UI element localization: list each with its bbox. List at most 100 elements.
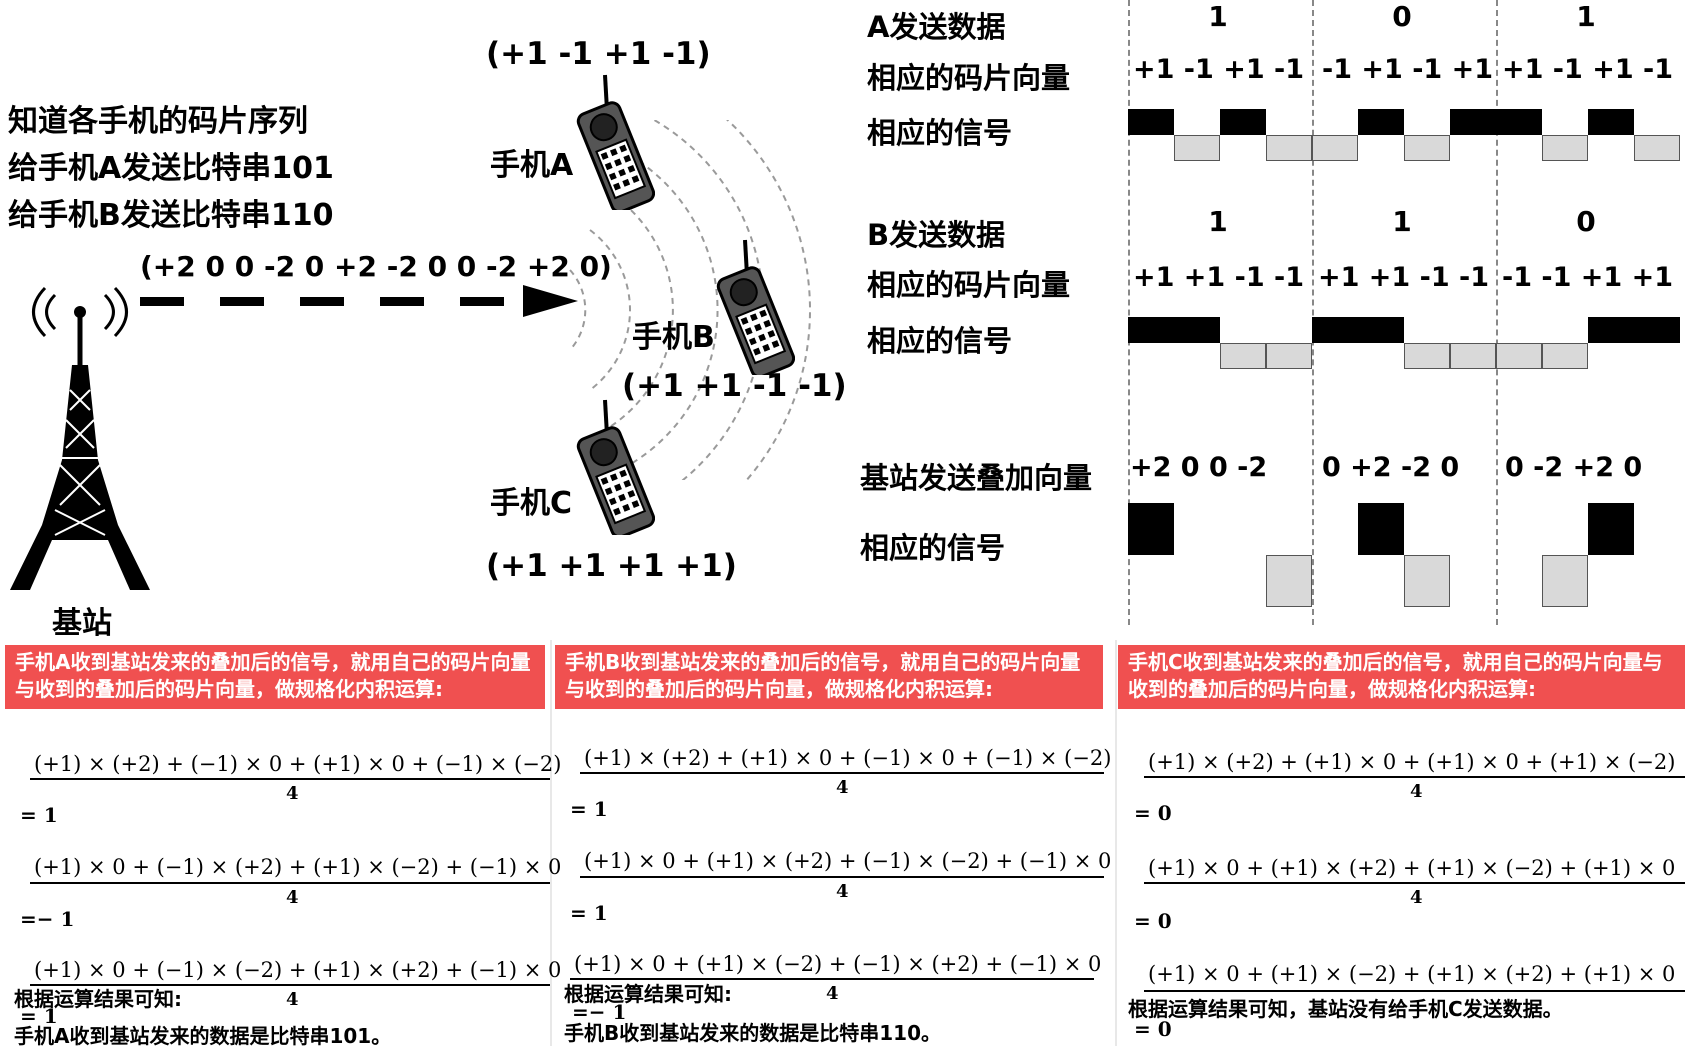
panel-a-eq3-den: 4 <box>286 989 299 1010</box>
a-signal-chip-3 <box>1220 109 1266 135</box>
sum-signal-chip-6 <box>1358 503 1404 555</box>
panel-c-eq2-den: 4 <box>1410 887 1423 908</box>
sum-values-2: 0 +2 -2 0 <box>1322 452 1460 483</box>
b-signal-chip-7 <box>1404 343 1450 369</box>
b-signal-chip-10 <box>1542 343 1588 369</box>
b-signal-chip-8 <box>1450 343 1496 369</box>
a-signal-chip-5 <box>1312 135 1358 161</box>
broadcast-vector: (+2 0 0 -2 0 +2 -2 0 0 -2 +2 0) <box>140 250 612 283</box>
b-chip-label: 相应的码片向量 <box>867 268 1071 302</box>
sum-signal-chip-10 <box>1542 555 1588 607</box>
sum-signal-chip-11 <box>1588 503 1634 555</box>
b-chips-2: +1 +1 -1 -1 <box>1318 262 1490 293</box>
panel-a-eq3-res: = 1 <box>20 1004 58 1028</box>
b-data-label: B发送数据 <box>867 218 1006 252</box>
panel-separator-1 <box>550 640 552 1046</box>
sum-label: 基站发送叠加向量 <box>860 461 1093 495</box>
a-signal-chip-9 <box>1496 109 1542 135</box>
a-bit-2: 0 <box>1392 0 1412 33</box>
panel-b-eq2-res: = 1 <box>570 901 608 925</box>
b-signal-chip-12 <box>1634 317 1680 343</box>
sum-signal-chip-1 <box>1128 503 1174 555</box>
a-chips-3: +1 -1 +1 -1 <box>1502 54 1674 85</box>
intro-line-1: 知道各手机的码片序列 <box>8 104 308 139</box>
base-station-tower-icon <box>10 286 150 590</box>
panel-b-eq3-den: 4 <box>826 983 839 1004</box>
phone-a-icon <box>576 74 655 210</box>
panel-b-eq1-line <box>580 772 1104 774</box>
b-signal-chip-9 <box>1496 343 1542 369</box>
b-signal-chip-6 <box>1358 317 1404 343</box>
a-bit-3: 1 <box>1576 0 1596 33</box>
a-signal-chip-12 <box>1634 135 1680 161</box>
phone-c-icon <box>576 399 655 535</box>
a-signal-label: 相应的信号 <box>867 116 1013 150</box>
panel-c-eq2-num: (+1) × 0 + (+1) × (+2) + (+1) × (−2) + (… <box>1148 856 1676 880</box>
sum-signal-chip-4 <box>1266 555 1312 607</box>
panel-c-header: 手机C收到基站发来的叠加后的信号，就用自己的码片向量与收到的叠加后的码片向量，做… <box>1118 645 1685 709</box>
a-bit-1: 1 <box>1208 0 1228 33</box>
panel-b-conclusion-1: 根据运算结果可知: <box>564 982 732 1006</box>
broadcast-arrow <box>140 285 578 317</box>
panel-c-eq1-den: 4 <box>1410 781 1423 802</box>
panel-b-eq3-num: (+1) × 0 + (+1) × (−2) + (−1) × (+2) + (… <box>574 952 1102 976</box>
b-bit-3: 0 <box>1576 205 1596 238</box>
panel-a-eq1-num: (+1) × (+2) + (−1) × 0 + (+1) × 0 + (−1)… <box>34 752 562 776</box>
panel-c-eq1-line <box>1144 776 1685 778</box>
phone-b-icon <box>716 239 795 375</box>
panel-b-header: 手机B收到基站发来的叠加后的信号，就用自己的码片向量与收到的叠加后的码片向量，做… <box>555 645 1103 709</box>
panel-c-eq3-line <box>1144 990 1685 992</box>
panel-b-eq2-num: (+1) × 0 + (+1) × (+2) + (−1) × (−2) + (… <box>584 849 1112 873</box>
panel-a-conclusion-2: 手机A收到基站发来的数据是比特串101。 <box>14 1024 392 1048</box>
b-signal-label: 相应的信号 <box>867 324 1013 358</box>
phone-a-label: 手机A <box>490 148 574 183</box>
sum-values-1: +2 0 0 -2 <box>1130 452 1268 483</box>
a-data-label: A发送数据 <box>867 10 1006 44</box>
divider-3 <box>1496 0 1498 625</box>
panel-c-conclusion-1: 根据运算结果可知，基站没有给手机C发送数据。 <box>1128 997 1563 1021</box>
b-signal-chip-1 <box>1128 317 1174 343</box>
divider-2 <box>1312 0 1314 625</box>
tower-label: 基站 <box>52 606 112 641</box>
panel-b-eq1-res: = 1 <box>570 797 608 821</box>
panel-c-eq2-res: = 0 <box>1134 909 1172 933</box>
panel-a-eq2-res: =− 1 <box>20 907 75 931</box>
panel-b-eq3-line <box>570 978 1094 980</box>
panel-a-header: 手机A收到基站发来的叠加后的信号，就用自己的码片向量与收到的叠加后的码片向量，做… <box>5 645 545 709</box>
radio-waves <box>569 120 811 480</box>
panel-b-eq1-den: 4 <box>836 777 849 798</box>
a-signal-chip-2 <box>1174 135 1220 161</box>
intro-line-3: 给手机B发送比特串110 <box>8 198 334 233</box>
panel-c-eq1-res: = 0 <box>1134 801 1172 825</box>
b-signal-chip-5 <box>1312 317 1358 343</box>
a-chip-label: 相应的码片向量 <box>867 61 1071 95</box>
b-bit-2: 1 <box>1392 205 1412 238</box>
panel-c-eq3-res: = 0 <box>1134 1017 1172 1041</box>
a-signal-chip-10 <box>1542 135 1588 161</box>
phone-b-code: (+1 +1 -1 -1) <box>622 368 847 404</box>
phone-a-code: (+1 -1 +1 -1) <box>486 36 711 72</box>
panel-c-eq2-line <box>1144 882 1685 884</box>
panel-a-eq2-den: 4 <box>286 887 299 908</box>
panel-a-eq2-num: (+1) × 0 + (−1) × (+2) + (+1) × (−2) + (… <box>34 855 562 879</box>
a-signal-chip-6 <box>1358 109 1404 135</box>
panel-b-eq1-num: (+1) × (+2) + (+1) × 0 + (−1) × 0 + (−1)… <box>584 746 1112 770</box>
a-signal-chip-4 <box>1266 135 1312 161</box>
panel-b-eq3-res: =− 1 <box>572 1000 627 1024</box>
panel-a-conclusion-1: 根据运算结果可知: <box>14 987 182 1011</box>
panel-b-eq2-den: 4 <box>836 881 849 902</box>
panel-a-eq1-res: = 1 <box>20 803 58 827</box>
sum-signal-chip-7 <box>1404 555 1450 607</box>
b-chips-3: -1 -1 +1 +1 <box>1502 262 1674 293</box>
panel-a-eq1-den: 4 <box>286 783 299 804</box>
a-signal-chip-1 <box>1128 109 1174 135</box>
phone-c-code: (+1 +1 +1 +1) <box>486 548 737 584</box>
phone-c-label: 手机C <box>490 486 573 521</box>
a-signal-chip-8 <box>1450 109 1496 135</box>
intro-line-2: 给手机A发送比特串101 <box>8 151 334 186</box>
panel-a-eq3-num: (+1) × 0 + (−1) × (−2) + (+1) × (+2) + (… <box>34 958 562 982</box>
b-bit-1: 1 <box>1208 205 1228 238</box>
b-signal-chip-3 <box>1220 343 1266 369</box>
sum-signal-label: 相应的信号 <box>860 531 1006 565</box>
a-chips-2: -1 +1 -1 +1 <box>1322 54 1494 85</box>
